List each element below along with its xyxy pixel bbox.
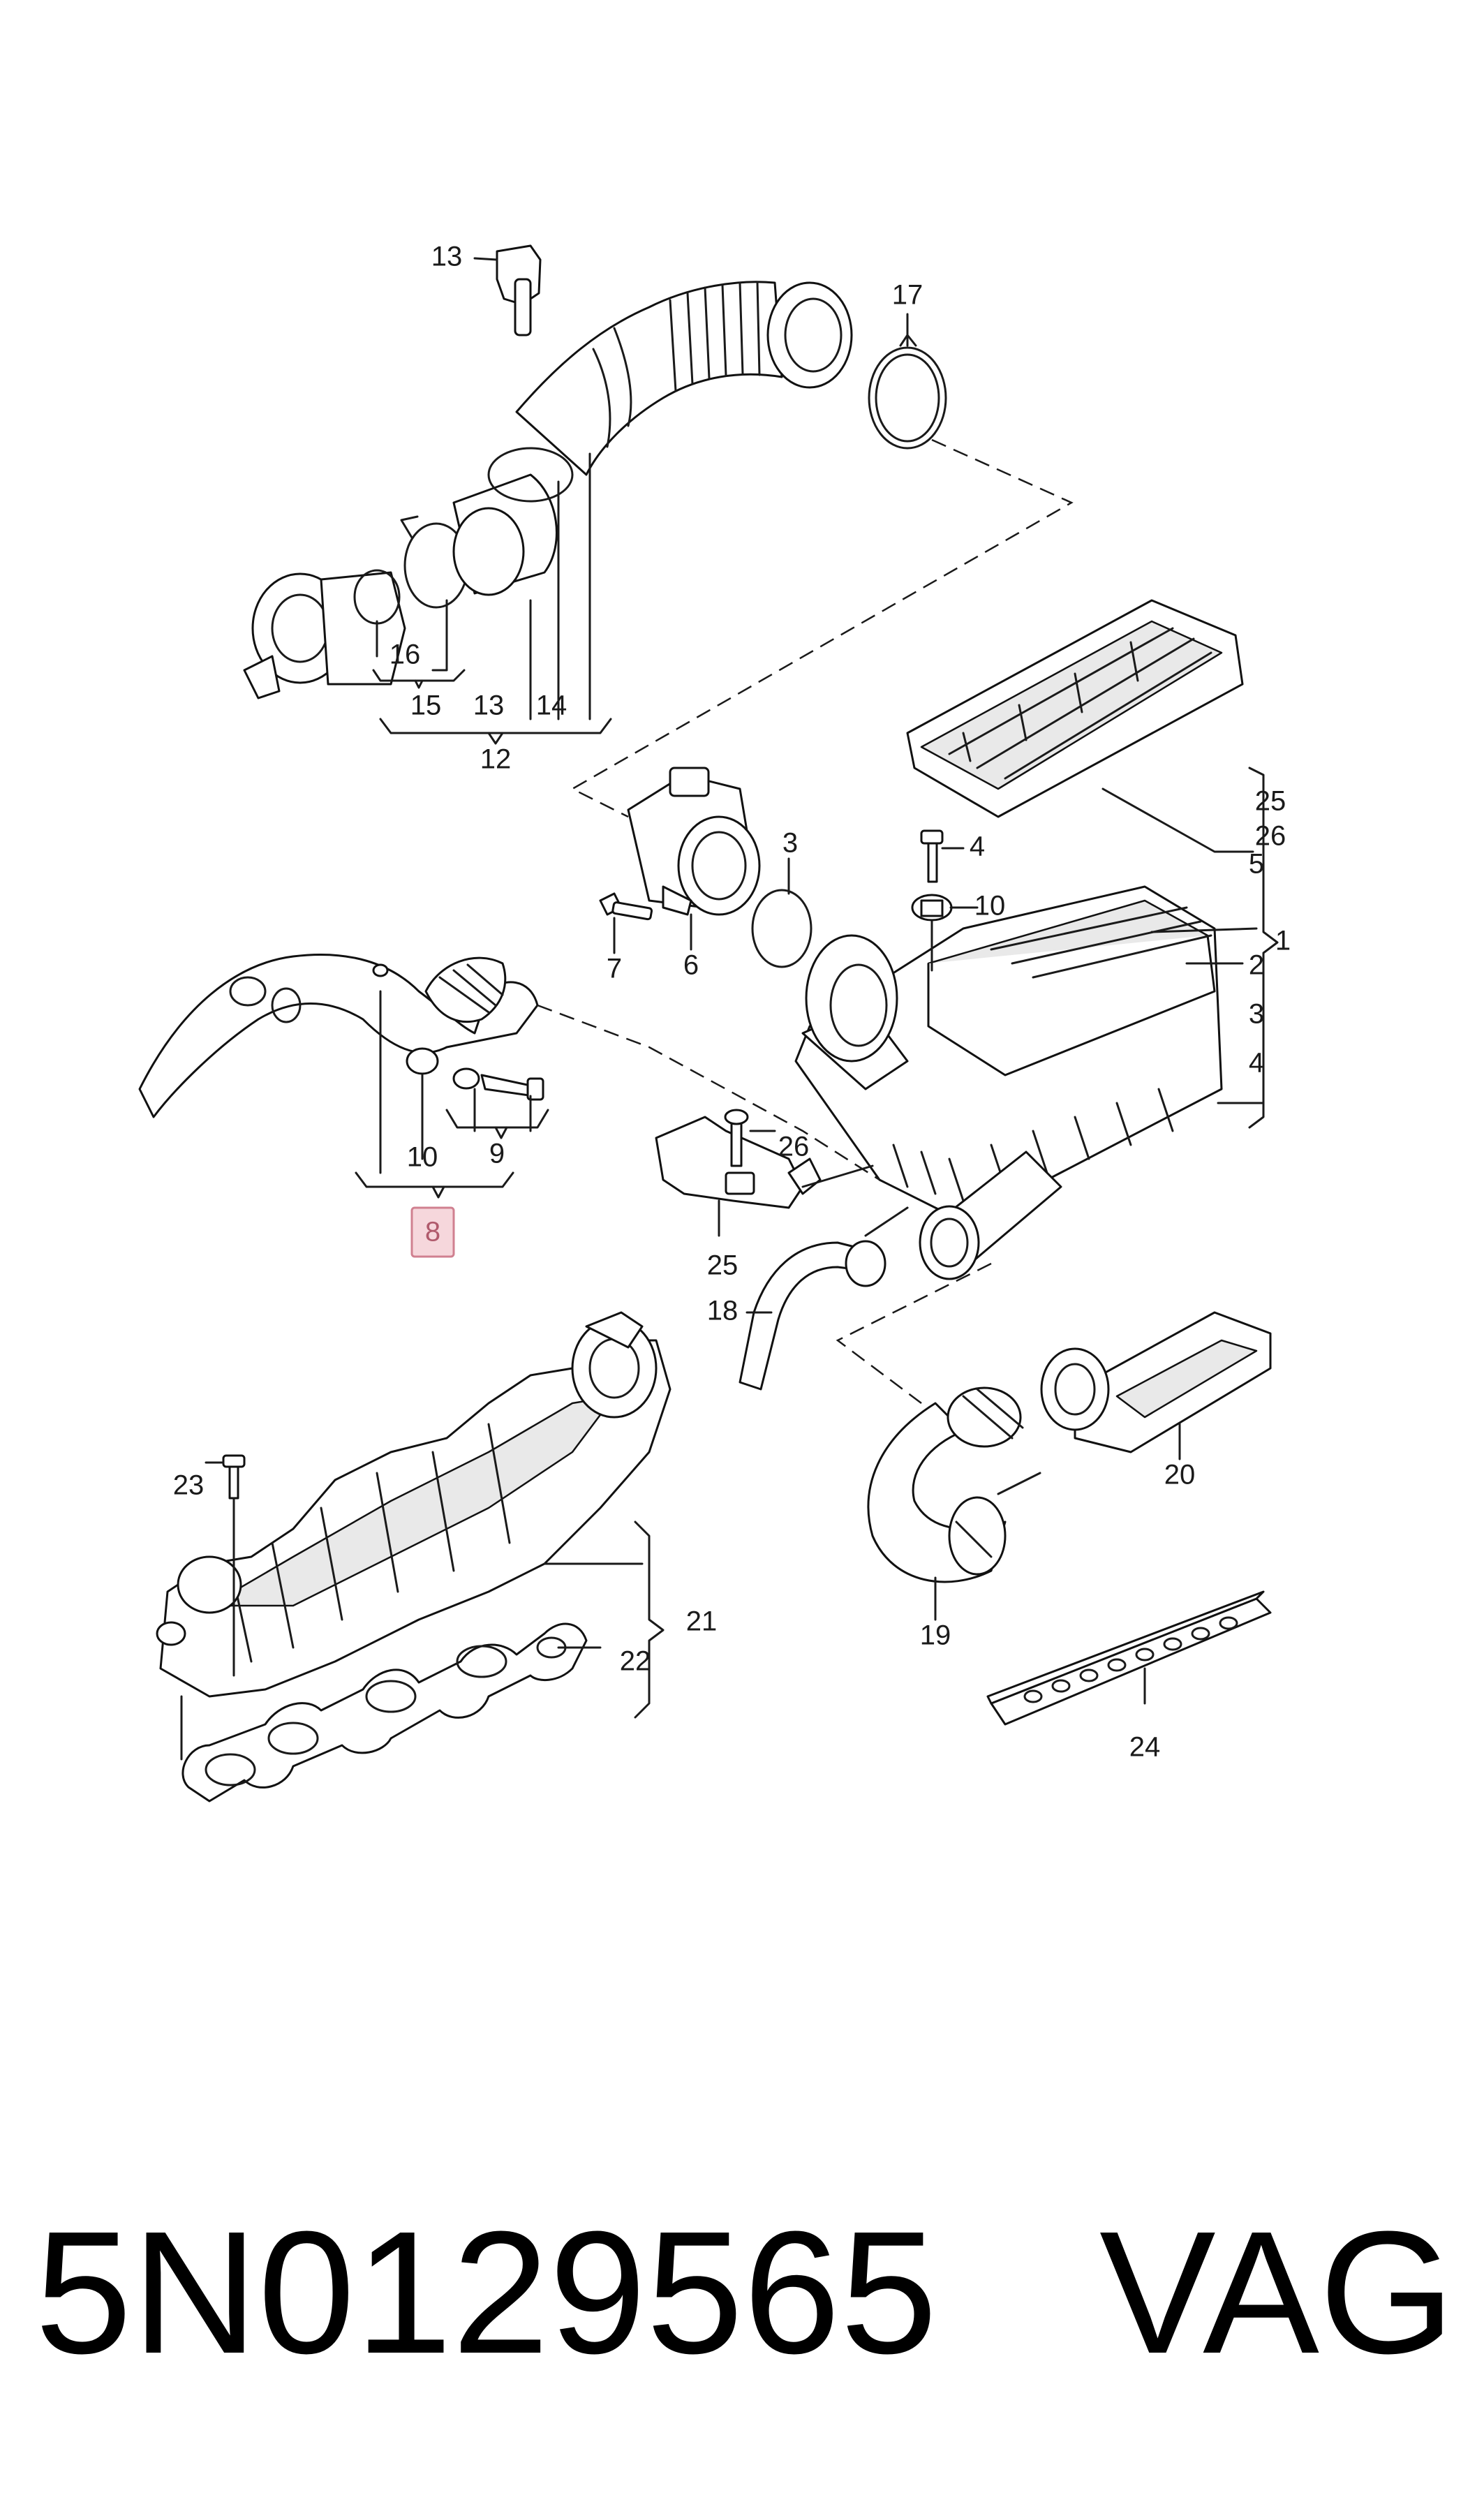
intake-pipe-8 <box>138 954 880 1199</box>
label-3-ring: 3 <box>782 828 798 859</box>
label-26-filter: 26 <box>1255 821 1286 852</box>
air-mass-meter <box>599 767 813 968</box>
intake-hose-assembly <box>243 244 1074 818</box>
label-22: 22 <box>620 1646 651 1677</box>
label-9: 9 <box>489 1139 505 1169</box>
label-2: 2 <box>1249 950 1264 981</box>
label-10-washer: 10 <box>407 1142 438 1173</box>
label-23: 23 <box>173 1470 205 1501</box>
hose-19-and-duct-20 <box>836 1262 1272 1621</box>
filter-element <box>906 599 1254 853</box>
label-14: 14 <box>536 690 567 721</box>
air-filter-housing <box>794 767 1279 1280</box>
label-19: 19 <box>920 1620 951 1651</box>
label-24: 24 <box>1129 1732 1161 1763</box>
highlighted-part-8[interactable]: 8 <box>410 1206 455 1258</box>
label-15: 15 <box>410 690 442 721</box>
part-number: 5N0129565 <box>35 2195 937 2390</box>
label-12: 12 <box>480 744 512 775</box>
label-13-bracket: 13 <box>473 690 505 721</box>
bracket-and-breather <box>655 1109 909 1391</box>
label-26-bolt: 26 <box>778 1132 810 1162</box>
label-5: 5 <box>1249 849 1264 880</box>
label-17: 17 <box>892 280 923 311</box>
brand-name: VAG <box>1099 2195 1455 2390</box>
label-13-top: 13 <box>431 242 463 272</box>
label-8[interactable]: 8 <box>425 1217 440 1248</box>
label-20: 20 <box>1164 1460 1196 1490</box>
label-18: 18 <box>707 1296 739 1326</box>
label-25-bracket: 25 <box>707 1250 739 1281</box>
label-25-filter: 25 <box>1255 786 1286 817</box>
label-1: 1 <box>1275 926 1291 956</box>
label-6: 6 <box>683 950 699 981</box>
intake-manifold <box>156 1311 671 1803</box>
label-16: 16 <box>389 639 421 670</box>
label-4-bolt: 4 <box>970 831 985 862</box>
label-10-grommet: 10 <box>974 891 1006 922</box>
gasket-strip-24 <box>986 1590 1272 1726</box>
label-4-housing: 4 <box>1249 1048 1264 1079</box>
label-21: 21 <box>686 1606 718 1637</box>
label-7: 7 <box>607 954 622 984</box>
label-3-housing: 3 <box>1249 999 1264 1030</box>
